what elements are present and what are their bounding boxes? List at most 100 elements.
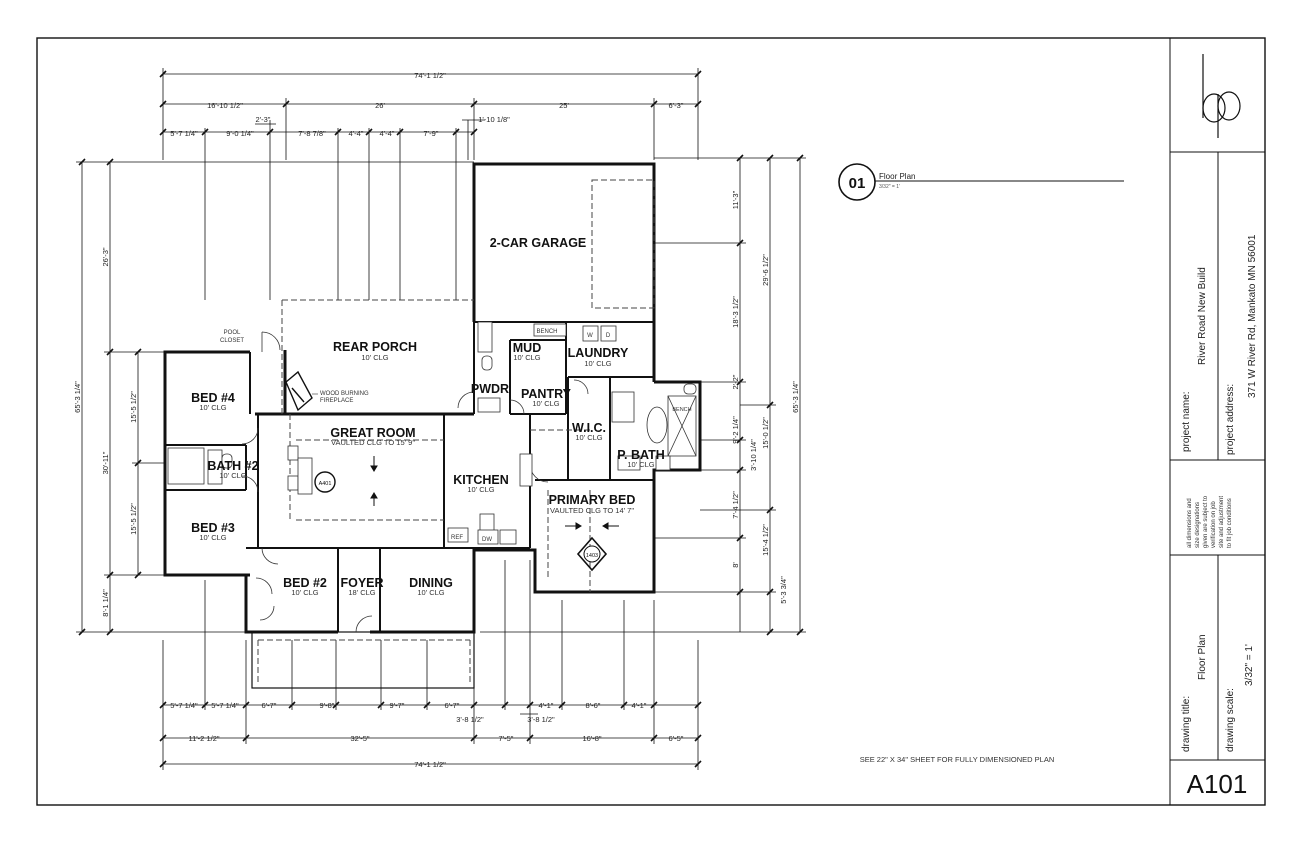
dim-right-f: 18'-3 1/2" [731,296,740,328]
room-primary-bed: PRIMARY BED [549,493,636,507]
dim-bot-c1: 11'-2 1/2" [188,734,219,743]
dim-right-d: 5'-3 3/4" [779,576,788,604]
project-address-label: project address: [1225,384,1236,455]
front-porch-outline [251,631,475,689]
clg-kitchen: 10' CLG [467,485,494,494]
room-foyer: FOYER [340,576,383,590]
dimension-labels-horizontal: 74'-1 1/2" 16'-10 1/2" 26' 25' 6'-3" 2'-… [170,71,684,769]
dim-top-g1: 5'-7 1/4" [170,129,198,138]
dim-right-b: 15'-0 1/2" [761,417,770,449]
dim-right-overall: 65'-3 1/4" [791,381,800,413]
dim-right-c: 15'-4 1/2" [761,524,770,556]
dim-bot-a9: 4'-1" [632,701,647,710]
clg-foyer: 18' CLG [348,588,375,597]
washer-label: W [587,333,593,339]
dim-bot-a2: 5'-7 1/4" [211,701,239,710]
title-block [1169,38,1265,805]
room-kitchen: KITCHEN [453,473,509,487]
title-block-text: project name: River Road New Build proje… [1181,234,1258,799]
dim-bot-c4: 16'-8" [582,734,601,743]
dim-bot-b1: 3'-8 1/2" [456,715,484,724]
dim-top-d: 6'-3" [669,101,684,110]
dim-left-a: 26'-3" [101,247,110,266]
dim-bot-a3: 6'-7" [262,701,277,710]
sheet-border [36,37,1266,806]
dim-top-b: 26' [375,101,385,110]
sheet-footnote: SEE 22" X 34" SHEET FOR FULLY DIMENSIONE… [860,755,1055,764]
clg-bed4: 10' CLG [199,403,226,412]
sheet-number: A101 [1187,769,1248,799]
dim-bot-a4: 9'-8" [320,701,335,710]
clg-pantry: 10' CLG [532,399,559,408]
clg-bed2: 10' CLG [291,588,318,597]
project-name-label: project name: [1181,391,1192,452]
bp-logo [1202,54,1241,138]
drawing-title-label: drawing title: [1181,696,1192,752]
dim-right-h: 9'-2 1/4" [731,416,740,444]
dryer-label: D [606,333,611,339]
dim-left-c: 8'-1 1/4" [101,589,110,617]
clg-bed3: 10' CLG [199,533,226,542]
room-laundry: LAUNDRY [568,346,629,360]
fireplace [285,370,313,412]
exterior-walls [163,162,702,634]
room-garage: 2-CAR GARAGE [490,236,587,250]
dim-bot-a7: 4'-1" [539,701,554,710]
pool-closet-label-2: CLOSET [220,338,244,344]
clg-rear-porch: 10' CLG [361,353,388,362]
fixtures-drawn [167,321,697,545]
dim-left-b: 30'-11" [101,451,110,474]
clg-laundry: 10' CLG [584,359,611,368]
drawing-title: Floor Plan [1197,634,1208,680]
room-wic: W.I.C. [572,421,606,435]
drawing-number: 01 [849,175,866,192]
room-mud: MUD [513,341,541,355]
room-labels: 2-CAR GARAGE REAR PORCH 10' CLG MUD 10' … [191,236,665,597]
dim-right-g: 2'-2" [731,374,740,389]
room-bath2: BATH #2 [207,459,258,473]
room-pantry: PANTRY [521,387,572,401]
dimension-ticks [78,70,804,768]
bench-label: BENCH [536,329,557,335]
dw-label: DW [482,537,492,543]
disclaimer-line-5: site and adjustment [1219,496,1225,548]
project-address: 371 W River Rd, Mankato MN 56001 [1247,234,1258,398]
dim-top-g5: 4'-4" [380,129,395,138]
dim-top-e: 2'-3" [256,115,271,124]
clg-bath2: 10' CLG [219,471,246,480]
dim-right-e: 11'-3" [731,190,740,209]
dim-left-e: 15'-5 1/2" [129,503,138,535]
dim-bot-a5: 9'-7" [390,701,405,710]
dimension-lines [76,68,806,770]
dim-top-g6: 7'-9" [424,129,439,138]
clg-pbath: 10' CLG [627,460,654,469]
section-tags: A401 1403 [314,471,608,572]
clg-mud: 10' CLG [513,353,540,362]
drawing-scale: 3/32" = 1' [1244,644,1255,686]
drawing-tag: 01 Floor Plan 3/32" = 1' [838,163,1124,201]
dimension-labels-vertical: 65'-3 1/4" 26'-3" 30'-11" 8'-1 1/4" 15'-… [73,190,800,616]
dim-right-a: 29'-6 1/2" [761,254,770,286]
drawing-tag-scale: 3/32" = 1' [879,184,900,190]
dim-top-g2: 9'-0 1/4" [226,129,254,138]
project-name: River Road New Build [1197,267,1208,365]
dim-bot-a6: 6'-7" [445,701,460,710]
dim-bot-c5: 6'-5" [669,734,684,743]
dim-bot-b2: 3'-8 1/2" [527,715,555,724]
dim-top-g4: 4'-4" [349,129,364,138]
dim-right-j: 7'-4 1/2" [731,491,740,519]
dim-bot-c2: 32'-5" [350,734,369,743]
dim-left-overall: 65'-3 1/4" [73,381,82,413]
dim-bot-a8: 8'-6" [586,701,601,710]
clg-great-room: VAULTED CLG TO 15' 9" [331,438,415,447]
fireplace-label-1: WOOD BURNING [320,391,369,397]
room-pwdr: PWDR [471,382,509,396]
dim-right-k: 8' [731,562,740,568]
room-great-room: GREAT ROOM [330,426,415,440]
disclaimer-line-2: size designations [1195,502,1201,548]
fireplace-label-2: FIREPLACE [320,398,353,404]
clg-dining: 10' CLG [417,588,444,597]
room-bed4: BED #4 [191,391,235,405]
pbath-bench-label: BENCH [672,407,691,413]
